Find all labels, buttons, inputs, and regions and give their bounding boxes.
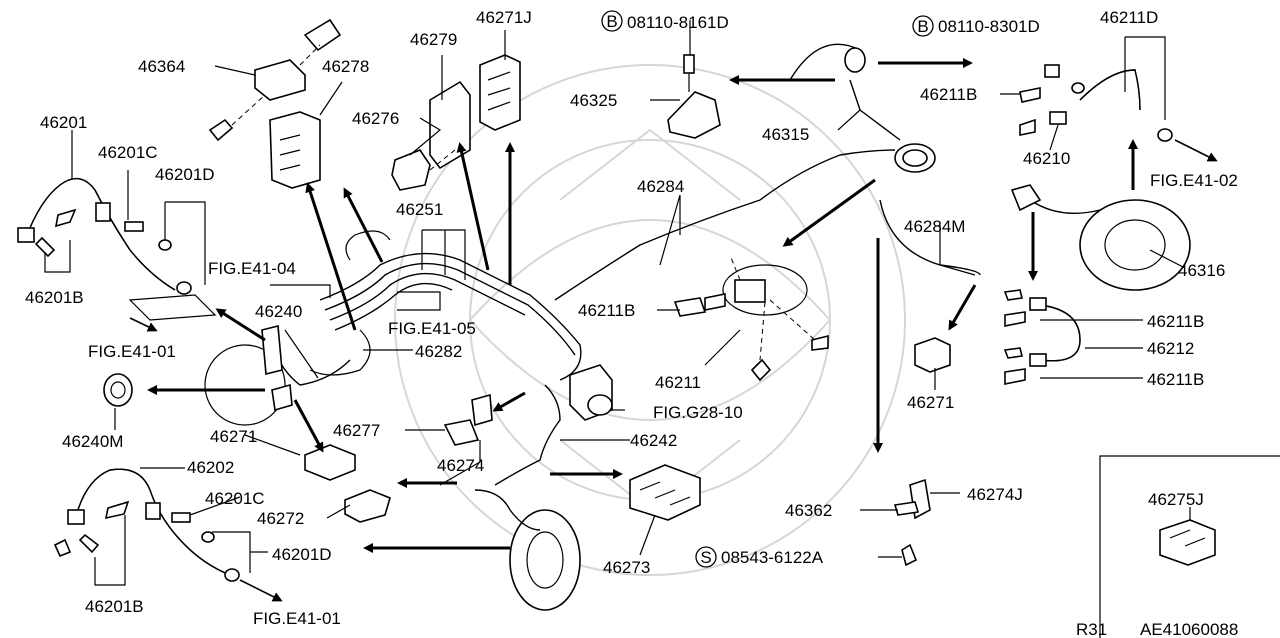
bolt-marker-1: B (606, 12, 617, 31)
callout: 46284 (637, 177, 684, 196)
callout: 46271J (476, 8, 532, 27)
arrow (456, 142, 490, 271)
callout: 46242 (630, 431, 677, 450)
model-code: R31 (1076, 620, 1107, 638)
callout: 46201D (272, 545, 332, 564)
callout: 46211B (920, 85, 977, 104)
callout: 46275J (1148, 490, 1204, 509)
diagram-arrows (129, 58, 1218, 602)
callout: 46202 (187, 458, 234, 477)
callout: 46276 (352, 109, 399, 128)
callout: 46316 (1178, 261, 1225, 280)
callout: 46325 (570, 91, 617, 110)
callout: 46201B (25, 288, 84, 307)
screw-marker: S (700, 548, 711, 567)
arrow (293, 399, 324, 453)
arrow (1174, 139, 1218, 162)
callout: 46240 (255, 302, 302, 321)
callout: 46211D (1100, 8, 1158, 27)
callout: 46279 (410, 30, 457, 49)
callout: 46284M (904, 217, 965, 236)
arrow (305, 182, 357, 331)
callout: 46251 (396, 200, 443, 219)
callout: FIG.G28-10 (653, 403, 743, 422)
callout: 46271 (210, 427, 257, 446)
callout: 46201C (98, 143, 158, 162)
callout: 46282 (415, 342, 462, 361)
callout: 08110-8301D (938, 17, 1040, 36)
callout: 46201 (40, 113, 87, 132)
callout: 46274J (967, 485, 1023, 504)
callout: 46240M (62, 432, 123, 451)
callout: 46364 (138, 57, 185, 76)
callout: 46278 (322, 57, 369, 76)
bolt-icon: B (912, 15, 934, 37)
callout: 46211 (655, 373, 701, 392)
callout: 46211B (1147, 312, 1204, 331)
callout: 46315 (762, 125, 809, 144)
callout: 08543-6122A (721, 548, 824, 567)
callout: 46277 (333, 421, 380, 440)
arrow (948, 284, 977, 331)
callout: FIG.E41-02 (1150, 171, 1238, 190)
callout: 46201D (155, 165, 215, 184)
callout: 46274 (437, 456, 484, 475)
callout: 08110-8161D (627, 13, 729, 32)
callout: 46271 (907, 393, 954, 412)
callout: 46272 (257, 509, 304, 528)
callout: 46211B (1147, 370, 1204, 389)
arrow (239, 579, 283, 602)
bolt-icon: B (601, 10, 623, 32)
callout-labels: 46201 46201C 46201D 46201B 46364 46278 4… (25, 8, 1238, 628)
callout: FIG.E41-05 (388, 319, 476, 338)
arrow (492, 391, 526, 412)
callout: 46211B (578, 301, 635, 320)
leader-lines (44, 20, 1280, 638)
callout: 46210 (1023, 149, 1070, 168)
arrow (343, 187, 384, 263)
arrow (782, 178, 876, 247)
screw-icon: S (695, 546, 717, 568)
drawing-parts (17, 18, 1216, 611)
bolt-marker-2: B (917, 17, 928, 36)
arrow (129, 317, 158, 332)
figure-code: AE41060088 (1140, 620, 1238, 638)
callout: 46201B (85, 597, 144, 616)
arrow (215, 308, 266, 342)
callout: FIG.E41-01 (253, 609, 341, 628)
callout: 46212 (1147, 339, 1194, 358)
callout: 46273 (603, 558, 650, 577)
callout: 46201C (205, 489, 265, 508)
callout: FIG.E41-01 (88, 342, 176, 361)
callout: 46362 (785, 501, 832, 520)
callout: FIG.E41-04 (208, 259, 296, 278)
